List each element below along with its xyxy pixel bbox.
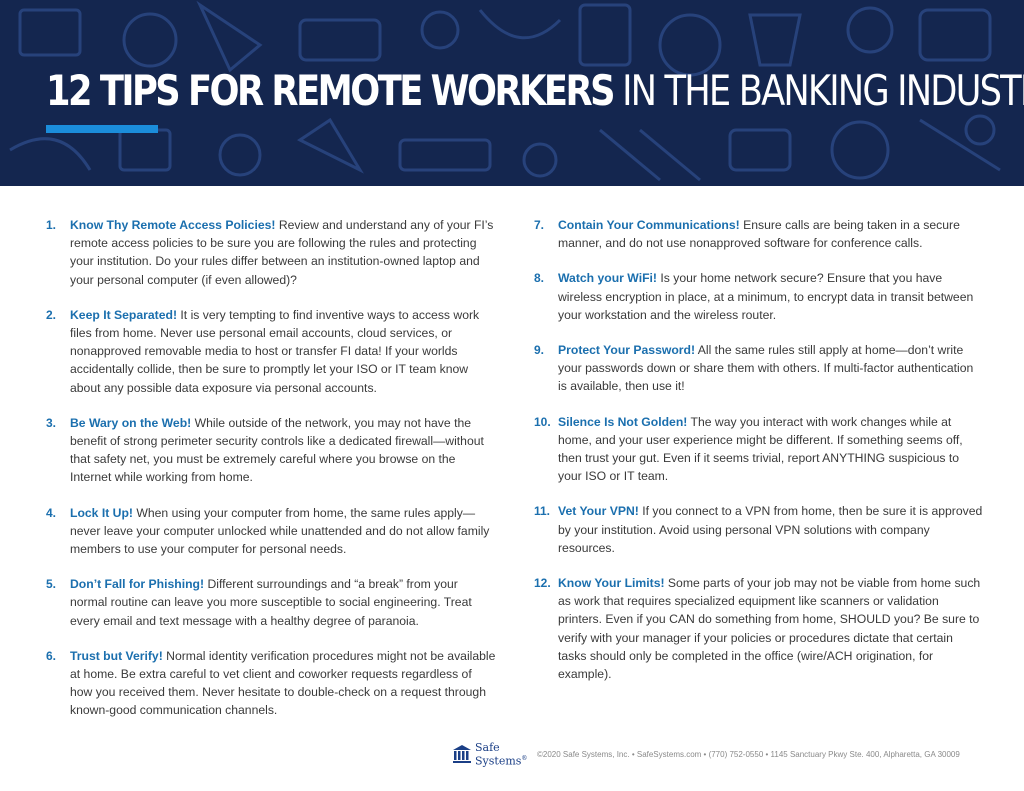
tip-item: 12. Know Your Limits! Some parts of your…	[534, 574, 984, 683]
tip-body: When using your computer from home, the …	[70, 505, 490, 557]
tip-heading: Don’t Fall for Phishing!	[70, 577, 205, 592]
tip-number: 6.	[46, 648, 57, 663]
tip-body: Different surroundings and “a break” fro…	[70, 577, 472, 628]
title-accent-bar	[46, 125, 158, 133]
tip-body: It is very tempting to find inventive wa…	[70, 307, 480, 395]
tip-item: 7. Contain Your Communications! Ensure c…	[534, 216, 984, 252]
tip-item: 8. Watch your WiFi! Is your home network…	[534, 269, 984, 324]
title-light-part: IN THE BANKING INDUSTRY	[622, 66, 1024, 115]
tip-item: 10. Silence Is Not Golden! The way you i…	[534, 413, 984, 486]
registered-mark: ®	[521, 755, 528, 762]
tip-heading: Trust but Verify!	[70, 648, 163, 663]
tip-heading: Be Wary on the Web!	[70, 415, 192, 430]
tip-number: 9.	[534, 343, 545, 358]
tip-number: 5.	[46, 577, 57, 592]
tip-heading: Keep It Separated!	[70, 307, 178, 322]
tip-number: 11.	[534, 504, 551, 519]
logo-line-2: Systems®	[475, 754, 528, 768]
tip-body: Normal identity verification procedures …	[70, 648, 496, 718]
page-title: 12 TIPS FOR REMOTE WORKERS IN THE BANKIN…	[46, 66, 1024, 116]
footer: Safe Systems® ©2020 Safe Systems, Inc. •…	[452, 742, 992, 770]
tips-column-right: 7. Contain Your Communications! Ensure c…	[534, 216, 984, 700]
tip-item: 2. Keep It Separated! It is very temptin…	[46, 306, 496, 397]
tip-item: 3. Be Wary on the Web! While outside of …	[46, 414, 496, 487]
office-doodle-pattern	[9, 0, 1001, 182]
tip-body: Is your home network secure? Ensure that…	[558, 271, 974, 322]
tip-heading: Vet Your VPN!	[558, 504, 639, 519]
tip-body: The way you interact with work changes w…	[558, 414, 963, 484]
tip-body: If you connect to a VPN from home, then …	[558, 504, 983, 555]
tip-heading: Contain Your Communications!	[558, 218, 740, 232]
tip-item: 4. Lock It Up! When using your computer …	[46, 504, 496, 559]
tip-number: 10.	[534, 414, 551, 429]
tip-heading: Know Your Limits!	[558, 576, 665, 591]
tip-body: Review and understand any of your FI’s r…	[70, 218, 494, 287]
tip-body: All the same rules still apply at home—d…	[558, 343, 974, 394]
tip-item: 5. Don’t Fall for Phishing! Different su…	[46, 575, 496, 630]
tip-number: 8.	[534, 271, 545, 286]
tip-body: Some parts of your job may not be viable…	[558, 576, 981, 682]
tip-number: 7.	[534, 218, 545, 232]
header-banner: 12 TIPS FOR REMOTE WORKERS IN THE BANKIN…	[0, 0, 1024, 186]
tip-body: While outside of the network, you may no…	[70, 415, 484, 485]
title-bold-part: 12 TIPS FOR REMOTE WORKERS	[46, 66, 616, 115]
tip-item: 6. Trust but Verify! Normal identity ver…	[46, 647, 496, 720]
footer-contact-text: ©2020 Safe Systems, Inc. • SafeSystems.c…	[537, 750, 960, 759]
tip-item: 11. Vet Your VPN! If you connect to a VP…	[534, 502, 984, 557]
tips-column-left: 1. Know Thy Remote Access Policies! Revi…	[46, 216, 496, 737]
bank-building-icon	[453, 745, 471, 763]
tip-number: 3.	[46, 415, 57, 430]
logo-line-1: Safe	[475, 741, 500, 754]
company-logo-text: Safe Systems®	[475, 742, 527, 767]
tip-heading: Watch your WiFi!	[558, 271, 657, 286]
tip-number: 2.	[46, 307, 57, 322]
tip-item: 9. Protect Your Password! All the same r…	[534, 341, 984, 396]
tip-heading: Protect Your Password!	[558, 343, 696, 358]
tip-item: 1. Know Thy Remote Access Policies! Revi…	[46, 216, 496, 289]
tip-number: 1.	[46, 218, 57, 232]
tip-body: Ensure calls are being taken in a secure…	[558, 218, 960, 251]
tip-heading: Know Thy Remote Access Policies!	[70, 218, 276, 232]
tip-number: 12.	[534, 576, 551, 591]
tip-heading: Silence Is Not Golden!	[558, 414, 688, 429]
tip-number: 4.	[46, 505, 57, 520]
tip-heading: Lock It Up!	[70, 505, 133, 520]
